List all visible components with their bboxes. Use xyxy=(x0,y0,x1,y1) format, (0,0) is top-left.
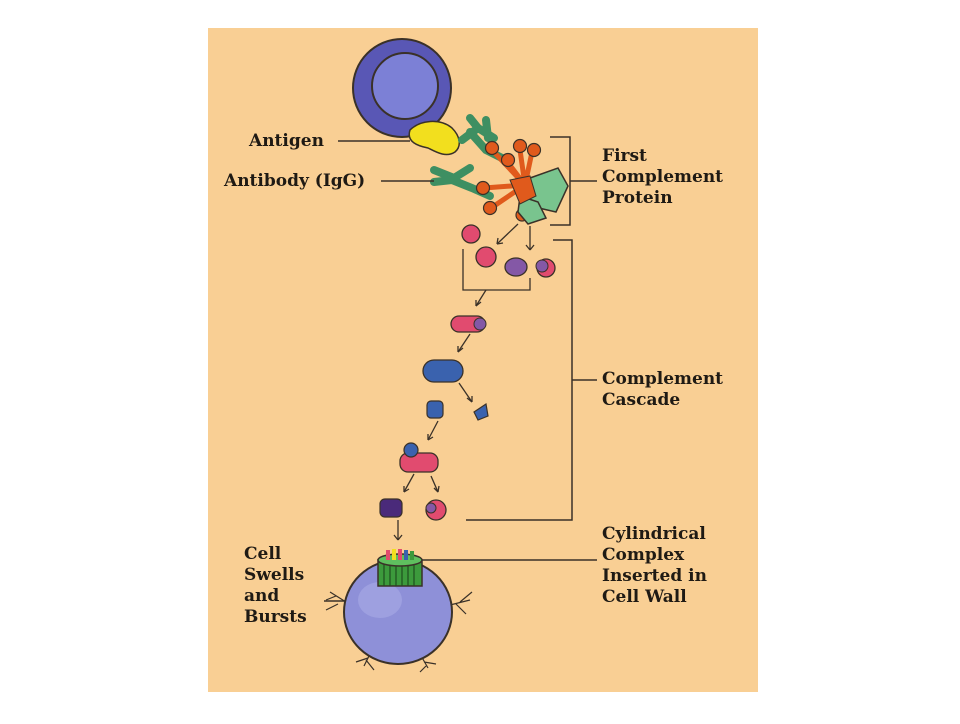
cascade-protein-pink-complex xyxy=(450,315,487,333)
label-cylindrical-complex: Cylindrical Complex Inserted in Cell Wal… xyxy=(602,524,707,607)
target-cell xyxy=(325,559,473,673)
label-cell-swells: Cell Swells and Bursts xyxy=(244,544,307,627)
cascade-protein-blue xyxy=(422,359,464,383)
label-antigen: Antigen xyxy=(249,131,324,151)
label-first-complement-protein: First Complement Protein xyxy=(602,146,724,208)
bracket-complement-cascade xyxy=(466,239,597,521)
antigen-blob xyxy=(408,120,460,156)
bracket-first-complement xyxy=(550,136,597,226)
cascade-protein-pink-1 xyxy=(461,224,481,244)
cylindrical-complex xyxy=(377,549,423,587)
cascade-protein-pink-blue xyxy=(399,442,439,473)
b-cell xyxy=(352,38,452,138)
label-complement-cascade: Complement Cascade xyxy=(602,369,724,410)
cascade-protein-purple xyxy=(504,257,556,278)
diagram-panel xyxy=(208,28,758,692)
cascade-protein-pink-2 xyxy=(475,246,497,268)
cascade-protein-pink-last xyxy=(425,499,447,521)
cascade-protein-blue-fragments xyxy=(426,400,489,421)
cascade-arrows xyxy=(393,223,535,541)
cascade-protein-dark-purple xyxy=(379,498,403,518)
leader-lines xyxy=(324,140,597,602)
first-complement-protein xyxy=(475,138,569,225)
label-antibody-igg: Antibody (IgG) xyxy=(224,171,366,191)
